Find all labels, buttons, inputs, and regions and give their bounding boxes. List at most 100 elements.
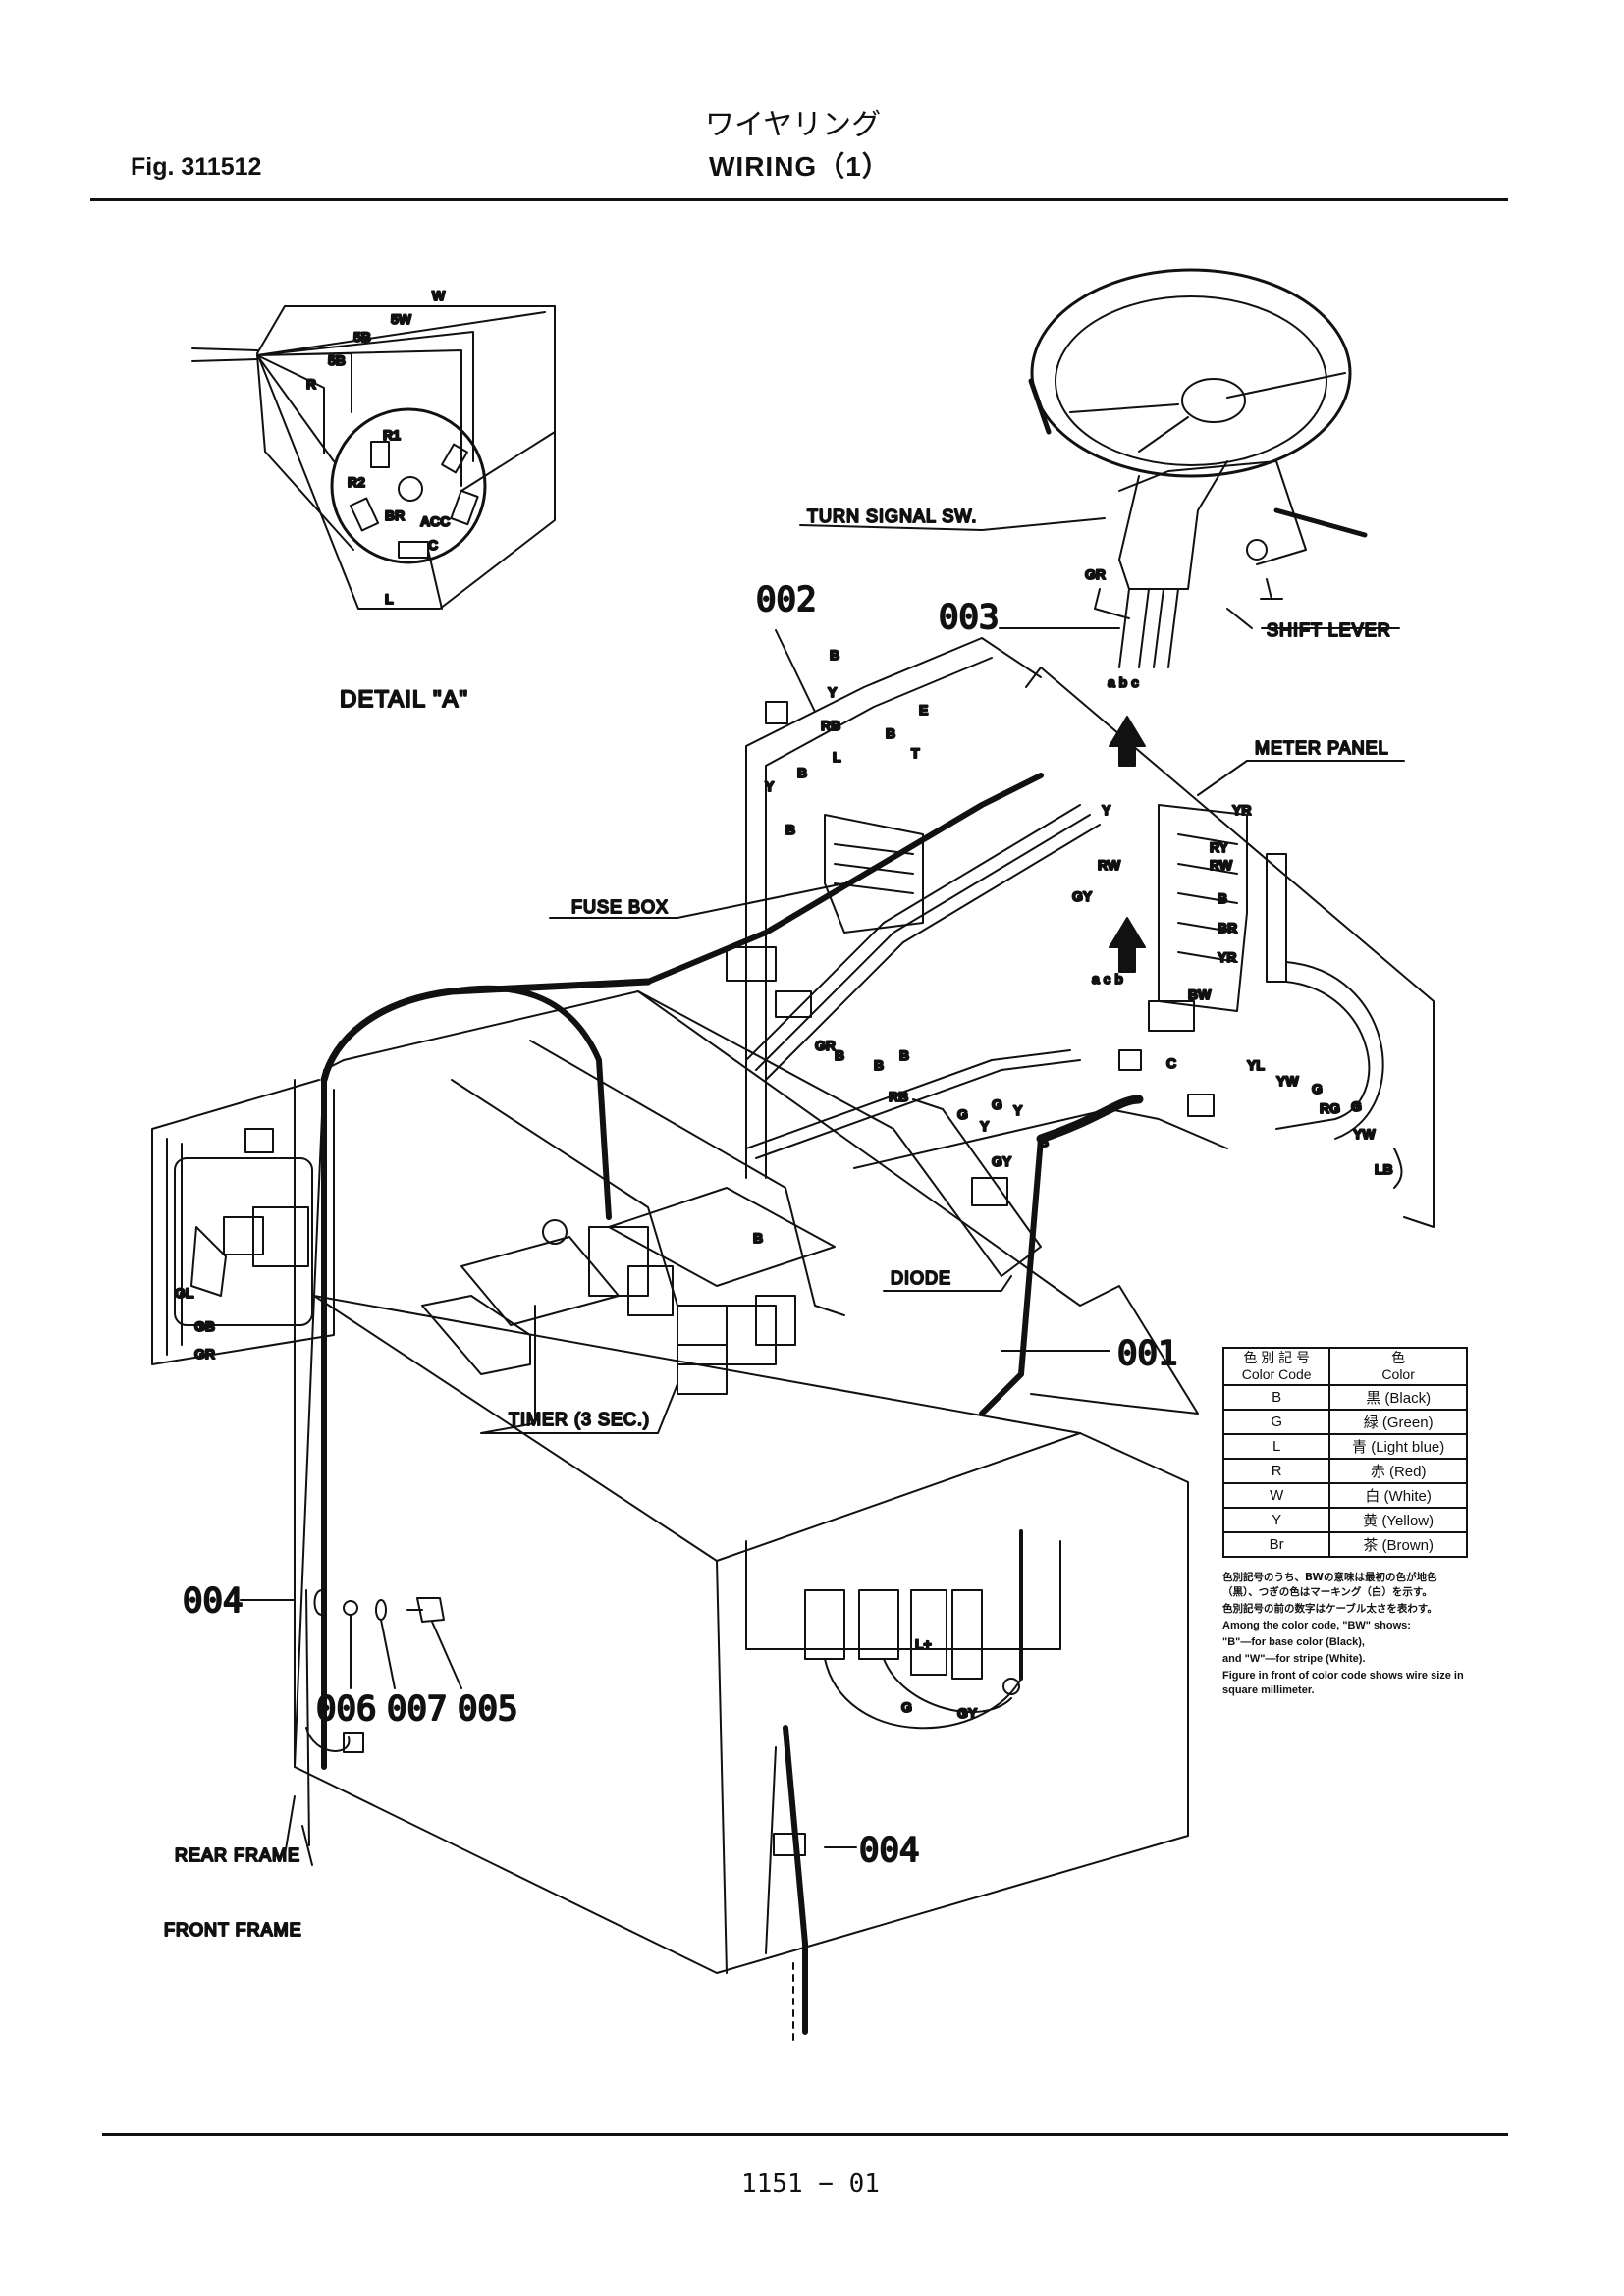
callout-meter-panel: METER PANEL [1255, 738, 1389, 758]
callout-diode: DIODE [891, 1268, 951, 1288]
wire-label: C [1166, 1055, 1176, 1071]
wire-label: B [830, 647, 839, 663]
detail-wire-l: L [385, 591, 394, 607]
color-code-cell: G [1221, 1409, 1331, 1435]
color-code-notes: 色別記号のうち、BWの意味は最初の色が地色（黒）、つぎの色はマーキング（白）を示… [1222, 1571, 1473, 1700]
wire-label: GY [1072, 888, 1093, 904]
color-code-cell: Y [1221, 1507, 1331, 1533]
wire-label: G [1351, 1098, 1362, 1114]
wire-label: Y [980, 1118, 990, 1134]
page-number: 1151 − 01 [741, 2169, 880, 2199]
table-header-row: 色 別 記 号 Color Code 色 Color [1221, 1347, 1468, 1386]
part-005: 005 [458, 1689, 517, 1729]
header-code-en: Color Code [1241, 1366, 1312, 1382]
wire-label: GY [957, 1705, 978, 1721]
note-jp-2: 色別記号の前の数字はケーブル太さを表わす。 [1222, 1603, 1437, 1615]
note-jp-1: 色別記号のうち、BWの意味は最初の色が地色（黒）、つぎの色はマーキング（白）を示… [1222, 1572, 1437, 1598]
wire-label: G [957, 1106, 968, 1122]
wire-label: E [919, 702, 928, 718]
callout-turn-signal: TURN SIGNAL SW. [807, 507, 977, 526]
wire-label: GR [815, 1038, 836, 1053]
color-code-cell: L [1221, 1433, 1331, 1460]
wire-label: G [901, 1699, 912, 1715]
title-english: WIRING（1） [709, 151, 891, 182]
callout-leaders [240, 517, 1405, 1866]
wire-label: Y [1013, 1102, 1023, 1118]
wire-label: GL [175, 1285, 194, 1301]
header-code-jp: 色 別 記 号 [1243, 1350, 1310, 1365]
figure-number: Fig. 311512 [131, 153, 262, 181]
header-color: 色 Color [1328, 1347, 1468, 1386]
wire-label: Y [828, 684, 838, 700]
detail-wire-r: R [306, 376, 316, 392]
wire-label: YW [1276, 1073, 1299, 1089]
color-name-cell: 黄 (Yellow) [1328, 1507, 1468, 1533]
color-code-cell: W [1221, 1482, 1331, 1509]
wire-label: GB [194, 1318, 215, 1334]
detail-wire-5b-2: 5B [328, 352, 346, 368]
wire-label: BR [1218, 920, 1237, 935]
detail-terminal-c: C [428, 537, 438, 553]
part-007: 007 [387, 1689, 447, 1729]
wire-label: B [1218, 890, 1227, 906]
color-name-cell: 白 (White) [1328, 1482, 1468, 1509]
wire-label: B [835, 1047, 844, 1063]
wire-label: YW [1353, 1126, 1376, 1142]
footer-rule [102, 2133, 1508, 2136]
wire-label: RW [1098, 857, 1121, 873]
part-004-left: 004 [183, 1581, 243, 1621]
callout-timer: TIMER (3 SEC.) [509, 1410, 650, 1429]
wire-label: RW [1210, 857, 1233, 873]
color-name-cell: 緑 (Green) [1328, 1409, 1468, 1435]
wire-label: YL [1247, 1057, 1265, 1073]
detail-terminal-acc: ACC [420, 513, 450, 529]
wire-label: B [785, 822, 795, 837]
detail-caption: DETAIL "A" [340, 686, 468, 713]
detail-terminal-r2: R2 [348, 474, 365, 490]
detail-terminal-br: BR [385, 507, 405, 523]
color-code-cell: Br [1221, 1531, 1331, 1558]
header-rule [90, 198, 1508, 201]
wire-label: L [833, 749, 841, 765]
note-en-3: and "W"—for stripe (White). [1222, 1653, 1366, 1665]
detail-wire-5b-1: 5B [353, 329, 371, 345]
wire-label: B [753, 1230, 763, 1246]
part-004-right: 004 [859, 1831, 919, 1870]
header-color-en: Color [1381, 1366, 1415, 1382]
color-name-cell: 茶 (Brown) [1328, 1531, 1468, 1558]
part-002: 002 [756, 580, 816, 619]
callout-fuse-box: FUSE BOX [571, 897, 669, 917]
wire-label: YR [1218, 949, 1236, 965]
wire-label: G [1312, 1081, 1323, 1096]
wire-label: G [992, 1096, 1002, 1112]
wire-label: BW [1188, 987, 1212, 1002]
part-006: 006 [316, 1689, 376, 1729]
callout-rear-frame: REAR FRAME [175, 1845, 300, 1865]
wire-label: Y [765, 778, 775, 794]
wire-label: a b c [1108, 674, 1139, 690]
wire-label: RB [821, 718, 840, 733]
note-en-2: "B"—for base color (Black), [1222, 1636, 1365, 1648]
steering-wheel [1028, 268, 1368, 668]
callout-front-frame: FRONT FRAME [164, 1920, 302, 1940]
wire-label: GY [992, 1153, 1012, 1169]
header-color-jp: 色 [1391, 1350, 1406, 1365]
wire-label: L+ [915, 1636, 932, 1652]
wire-label: B [797, 765, 807, 780]
wire-label: T [911, 745, 920, 761]
wire-label: B [874, 1057, 884, 1073]
callout-shift-lever: SHIFT LEVER [1267, 620, 1391, 640]
title-japanese: ワイヤリング [705, 108, 882, 142]
header-color-code: 色 別 記 号 Color Code [1221, 1347, 1331, 1386]
wire-labels: GR a b c B Y RB E L B T Y B B Y YR RY RW… [174, 565, 1394, 1722]
wire-label: RB [889, 1089, 908, 1104]
wire-label: Y [1102, 802, 1111, 818]
wire-label: LB [1375, 1161, 1393, 1177]
detail-terminal-r1: R1 [383, 427, 401, 443]
